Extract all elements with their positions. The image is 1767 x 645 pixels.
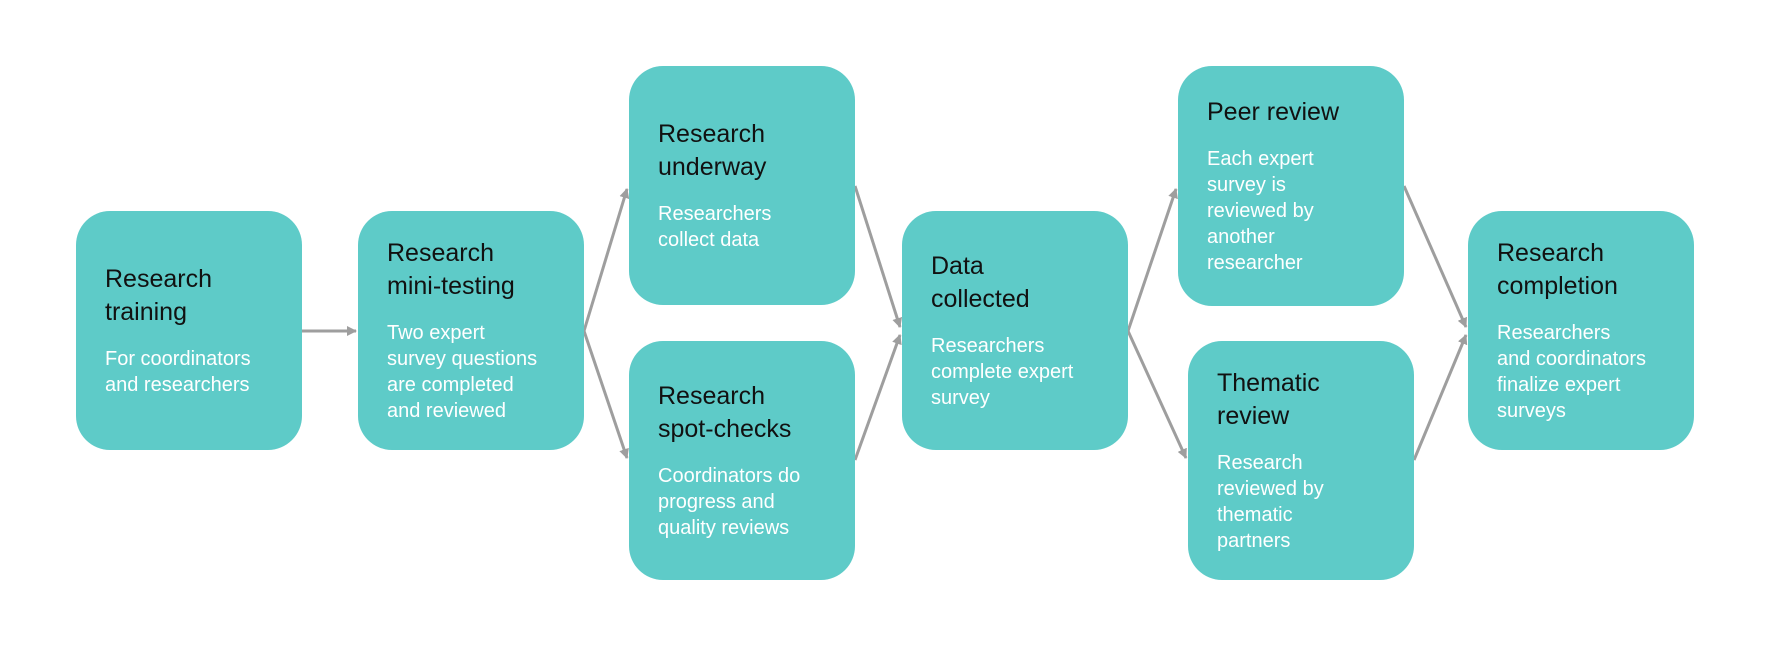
arrow-collected-to-peer bbox=[1126, 188, 1178, 332]
arrow-thematic-to-completion bbox=[1412, 334, 1468, 461]
node-description: For coordinators and researchers bbox=[105, 348, 251, 396]
node-description: Two expert survey questions are complete… bbox=[387, 322, 538, 422]
arrow-underway-to-collected bbox=[853, 185, 903, 328]
node-description: Researchers complete expert survey bbox=[931, 335, 1074, 409]
node-research-training: Research training For coordinators and r… bbox=[76, 211, 302, 450]
arrow-minitest-to-spotcheck bbox=[582, 330, 629, 459]
node-description: Each expert survey is reviewed by anothe… bbox=[1207, 148, 1314, 274]
node-description: Research reviewed by thematic partners bbox=[1217, 452, 1324, 552]
node-thematic-review: Thematic review Research reviewed by the… bbox=[1188, 341, 1414, 580]
node-title: Peer review bbox=[1207, 98, 1339, 126]
node-description: Coordinators do progress and quality rev… bbox=[658, 465, 801, 539]
node-description: Researchers collect data bbox=[658, 203, 772, 251]
node-title: Research mini-testing bbox=[387, 239, 515, 300]
node-research-completion: Research completion Researchers and coor… bbox=[1468, 211, 1694, 450]
node-research-underway: Research underway Researchers collect da… bbox=[629, 66, 855, 305]
node-title: Thematic review bbox=[1217, 369, 1320, 430]
node-research-spot-checks: Research spot-checks Coordinators do pro… bbox=[629, 341, 855, 580]
node-title: Data collected bbox=[931, 252, 1030, 313]
node-data-collected: Data collected Researchers complete expe… bbox=[902, 211, 1128, 450]
node-research-mini-testing: Research mini-testing Two expert survey … bbox=[358, 211, 584, 450]
node-peer-review: Peer review Each expert survey is review… bbox=[1178, 66, 1404, 306]
node-title: Research completion bbox=[1497, 239, 1618, 300]
arrow-collected-to-thematic bbox=[1126, 330, 1188, 459]
node-title: Research training bbox=[105, 265, 212, 326]
arrow-spotcheck-to-collected bbox=[853, 334, 902, 461]
arrow-peer-to-completion bbox=[1402, 185, 1468, 328]
node-description: Researchers and coordinators finalize ex… bbox=[1497, 322, 1646, 422]
node-title: Research spot-checks bbox=[658, 382, 792, 443]
node-title: Research underway bbox=[658, 120, 767, 181]
arrow-minitest-to-underway bbox=[582, 188, 630, 332]
